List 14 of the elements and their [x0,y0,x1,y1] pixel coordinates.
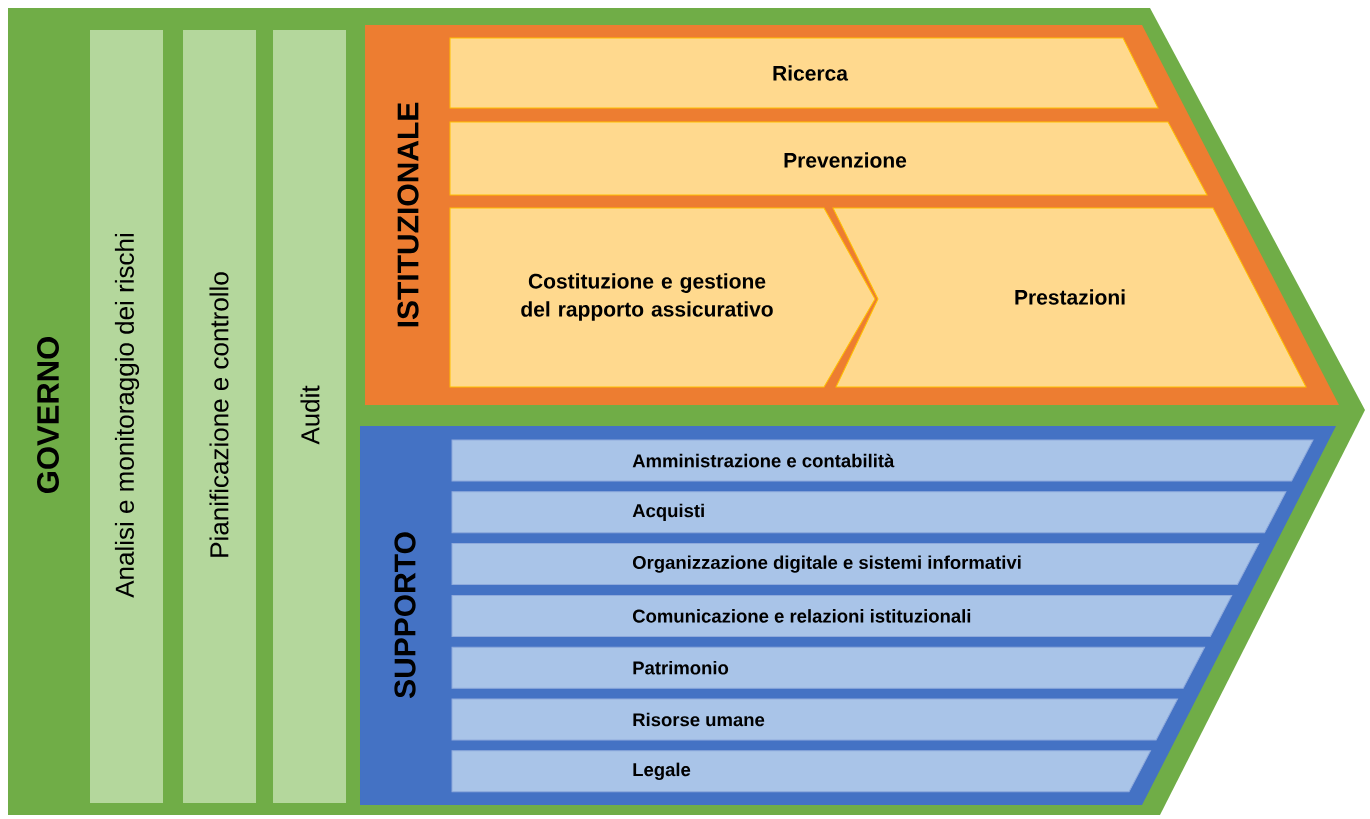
governance-column: Analisi e monitoraggio dei rischi [90,30,163,803]
process-box: Ricerca [449,37,1159,109]
support-bar: Amministrazione e contabilità [451,439,1314,482]
support-bar: Acquisti [451,491,1287,534]
support-bar: Legale [451,750,1151,793]
support-bar: Patrimonio [451,646,1206,689]
process-box: Costituzione e gestione del rapporto assicurativo [449,207,876,388]
governance-column: Pianificazione e controllo [183,30,256,803]
governance-column: Audit [273,30,346,803]
support-bar: Organizzazione digitale e sistemi informativi [451,543,1260,586]
process-box: Prestazioni [832,207,1307,388]
support-bar: Risorse umane [451,698,1178,741]
process-box: Prevenzione [449,121,1208,196]
support-bar: Comunicazione e relazioni istituzionali [451,594,1233,637]
